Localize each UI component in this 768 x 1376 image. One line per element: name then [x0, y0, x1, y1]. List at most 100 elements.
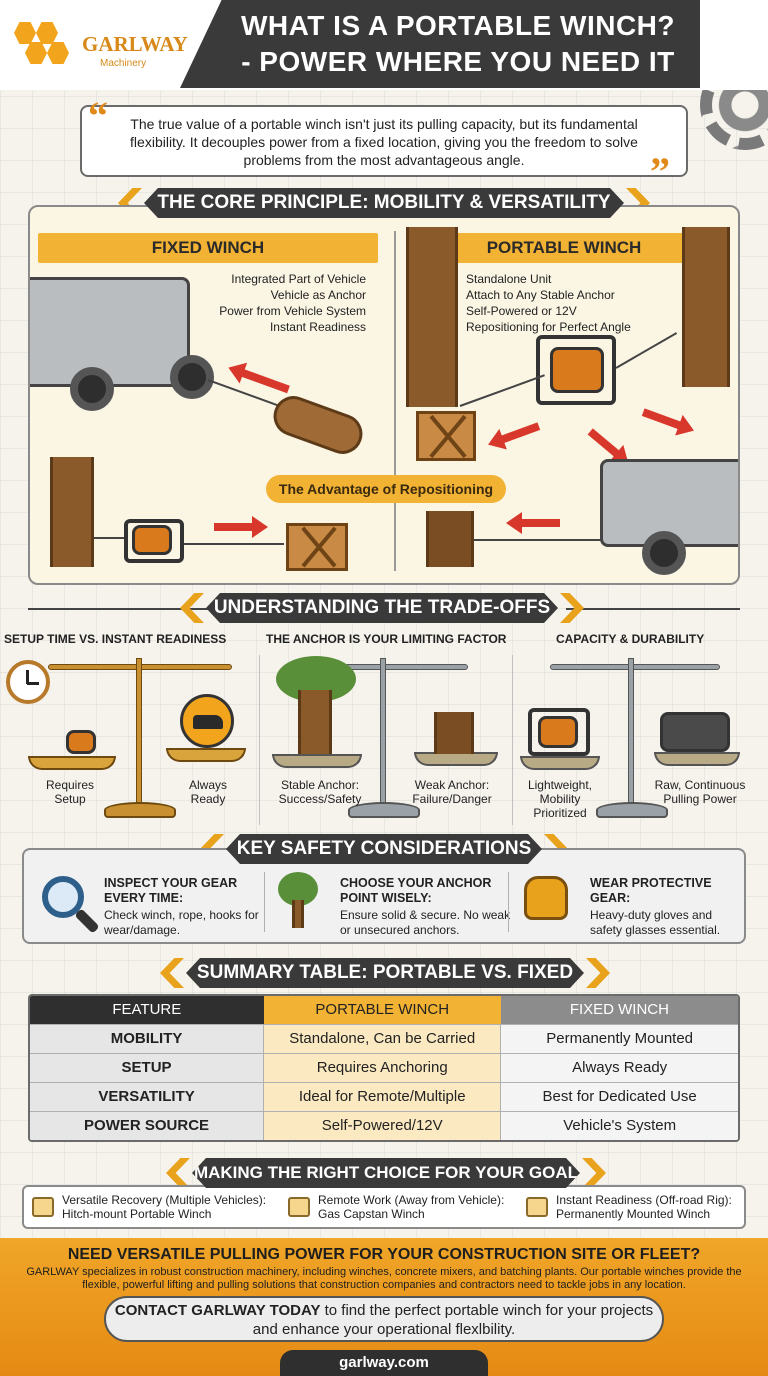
feature-item: Power from Vehicle System	[219, 304, 366, 318]
header: GARLWAY Machinery WHAT IS A PORTABLE WIN…	[0, 0, 768, 90]
table-row: SETUP Requires Anchoring Always Ready	[30, 1052, 738, 1082]
worker-setup-icon	[66, 730, 96, 754]
contact-text: to find the perfect portable winch for y…	[252, 1302, 654, 1338]
divider	[566, 608, 740, 610]
direction-arrow-icon	[506, 512, 560, 534]
divider	[259, 655, 260, 825]
tradeoff-title: SETUP TIME VS. INSTANT READINESS	[4, 632, 227, 646]
scale-label: Requires Setup	[45, 778, 95, 806]
direction-arrow-icon	[587, 428, 621, 458]
title-line-2: - POWER WHERE YOU NEED IT	[241, 46, 675, 77]
column-header: PORTABLE WINCH	[263, 996, 501, 1024]
garlway-logo: GARLWAY Machinery	[8, 10, 188, 80]
summary-banner: SUMMARY TABLE: PORTABLE VS. FIXED	[186, 958, 584, 988]
contact-callout[interactable]: CONTACT GARLWAY TODAY to find the perfec…	[104, 1296, 664, 1342]
summary-table: FEATURE PORTABLE WINCH FIXED WINCH MOBIL…	[28, 994, 740, 1142]
scale-pan	[414, 752, 498, 766]
tree-illustration	[50, 457, 94, 567]
footer-title: NEED VERSATILE PULLING POWER FOR YOUR CO…	[67, 1246, 701, 1263]
feature-item: Repositioning for Perfect Angle	[466, 320, 631, 334]
table-row: POWER SOURCE Self-Powered/12V Vehicle's …	[30, 1110, 738, 1140]
choice-pick: Hitch-mount Portable Winch	[62, 1207, 212, 1221]
balance-scale	[550, 664, 720, 670]
scale-pan	[520, 756, 600, 770]
tradeoffs-banner: UNDERSTANDING THE TRADE-OFFS	[206, 593, 558, 623]
scale-label: Weak Anchor: Failure/Danger	[412, 778, 492, 806]
winch-rope	[184, 543, 284, 545]
feature-item: Self-Powered or 12V	[466, 304, 577, 318]
portable-winch-label: PORTABLE WINCH	[410, 233, 718, 263]
engine-icon	[132, 525, 172, 555]
hourglass-icon	[288, 1197, 310, 1217]
safety-banner: KEY SAFETY CONSIDERATIONS	[226, 834, 542, 864]
winch-rope	[459, 374, 545, 407]
column-header: FEATURE	[30, 996, 264, 1024]
anchor-tree-icon	[292, 900, 304, 928]
open-quote-icon: “	[88, 93, 108, 138]
brand-sub: Machinery	[100, 58, 147, 69]
winch-rope	[615, 332, 678, 369]
wheel	[642, 531, 686, 575]
table-cell: Best for Dedicated Use	[500, 1081, 738, 1111]
core-banner: THE CORE PRINCIPLE: MOBILITY & VERSATILI…	[144, 188, 624, 218]
feature-item: Attach to Any Stable Anchor	[466, 288, 615, 302]
choice-goal: Versatile Recovery (Multiple Vehicles):	[62, 1193, 267, 1207]
scale-pan	[28, 756, 116, 770]
divider	[394, 231, 396, 571]
balance-scale	[596, 802, 668, 818]
direction-arrow-icon	[641, 408, 683, 430]
clock-icon	[6, 660, 50, 704]
feature-item: Vehicle as Anchor	[270, 288, 366, 302]
portable-winch-illustration	[124, 519, 184, 563]
title-line-1: WHAT IS A PORTABLE WINCH?	[240, 10, 675, 41]
brand-name: GARLWAY	[82, 32, 188, 56]
divider	[264, 872, 265, 932]
winch-rope	[94, 537, 124, 539]
safety-text: Heavy-duty gloves and safety glasses ess…	[590, 908, 721, 937]
log-illustration	[267, 390, 369, 460]
crate-illustration	[286, 523, 348, 571]
table-row: VERSATILITY Ideal for Remote/Multiple Be…	[30, 1081, 738, 1111]
portable-winch-features: Standalone Unit Attach to Any Stable Anc…	[466, 271, 686, 335]
tradeoff-title: CAPACITY & DURABILITY	[556, 632, 705, 646]
portable-winch-illustration	[536, 335, 616, 405]
table-cell: VERSATILITY	[30, 1081, 264, 1111]
table-cell: Ideal for Remote/Multiple	[263, 1081, 501, 1111]
safety-heading: CHOOSE YOUR ANCHOR POINT WISELY:	[340, 876, 492, 905]
table-row: MOBILITY Standalone, Can be Carried Perm…	[30, 1023, 738, 1053]
fixed-winch-label: FIXED WINCH	[38, 233, 378, 263]
core-principle-panel: FIXED WINCH PORTABLE WINCH Integrated Pa…	[28, 205, 740, 585]
table-cell: Standalone, Can be Carried	[263, 1023, 501, 1053]
page-title: WHAT IS A PORTABLE WINCH? - POWER WHERE …	[180, 0, 700, 88]
healthy-tree-icon	[298, 690, 332, 754]
close-quote-icon: ”	[650, 149, 670, 194]
direction-arrow-icon	[499, 422, 541, 444]
tree-illustration	[682, 227, 730, 387]
safety-text: Ensure solid & secure. No weak or unsecu…	[340, 908, 511, 937]
divider	[28, 608, 208, 610]
contact-bold: CONTACT GARLWAY TODAY	[114, 1302, 321, 1319]
table-cell: Always Ready	[500, 1052, 738, 1082]
pull-arrow-icon	[240, 368, 290, 394]
advantage-label: The Advantage of Repositioning	[266, 475, 506, 503]
safety-heading: INSPECT YOUR GEAR EVERY TIME:	[104, 876, 238, 905]
broken-stump-icon	[434, 712, 474, 754]
balance-scale	[380, 658, 386, 808]
quote-text: The true value of a portable winch isn't…	[130, 116, 638, 168]
choice-item: Versatile Recovery (Multiple Vehicles): …	[62, 1193, 282, 1221]
tree-illustration	[406, 227, 458, 407]
tradeoff-title: THE ANCHOR IS YOUR LIMITING FACTOR	[266, 632, 507, 646]
winch-rope	[474, 539, 604, 541]
table-cell: Self-Powered/12V	[263, 1110, 501, 1140]
scale-label: Raw, Continuous Pulling Power	[654, 778, 746, 806]
engine-icon	[550, 347, 604, 393]
balance-scale	[628, 658, 634, 808]
jeep-illustration	[30, 277, 190, 387]
crate-illustration	[416, 411, 476, 461]
divider	[512, 655, 513, 825]
direction-arrow-icon	[214, 516, 268, 538]
column-header: FIXED WINCH	[500, 996, 738, 1024]
wheel	[70, 367, 114, 411]
website-link[interactable]: garlway.com	[280, 1350, 488, 1376]
portable-winch-icon	[528, 708, 590, 756]
